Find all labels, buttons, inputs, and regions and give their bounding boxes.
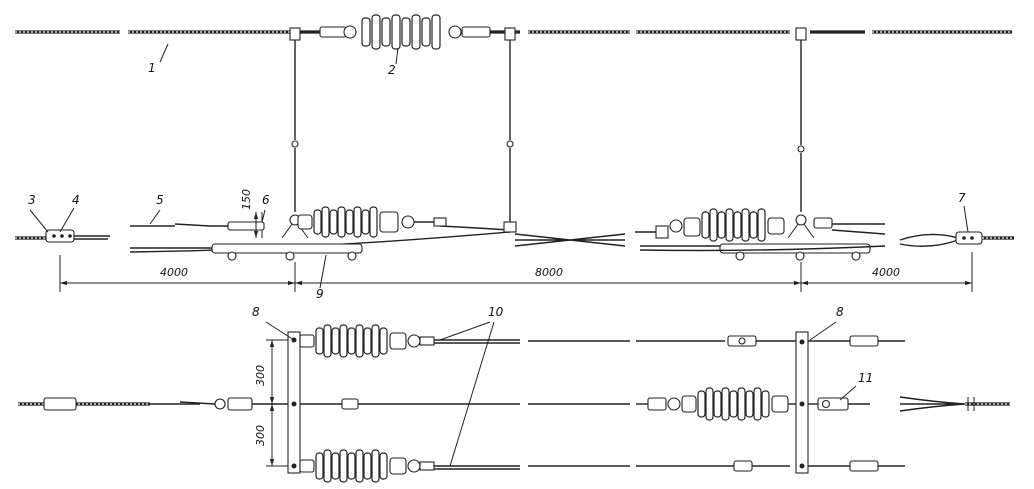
label-8-left: 8: [252, 305, 260, 319]
plan-insulator-bottom: [299, 449, 790, 483]
label-2: 2: [388, 63, 396, 77]
messenger-section-insulator: [319, 14, 491, 50]
label-3: 3: [28, 193, 36, 207]
label-8-right: 8: [836, 305, 844, 319]
plan-crossbar-right: [727, 331, 905, 474]
label-1: 1: [148, 61, 156, 75]
label-11: 11: [858, 371, 873, 385]
dimension-300-top-text: 300: [254, 365, 267, 386]
contact-wire-right: [899, 231, 1014, 247]
label-5: 5: [156, 193, 164, 207]
plan-left-approach: [18, 397, 290, 411]
label-4: 4: [72, 193, 80, 207]
plan-crossbar-left: [266, 331, 301, 474]
contact-wire-left: [15, 229, 110, 243]
label-10: 10: [488, 305, 504, 319]
dimension-150-text: 150: [240, 189, 253, 210]
label-7: 7: [958, 191, 966, 205]
dimension-4000-left-text: 4000: [160, 266, 188, 279]
runner-assembly-left: [129, 212, 511, 261]
plan-insulator-top: [299, 324, 725, 358]
dimension-line-spans: [59, 252, 973, 292]
dimension-4000-right-text: 4000: [872, 266, 900, 279]
section-insulator-right: [635, 208, 886, 261]
dimension-8000-text: 8000: [535, 266, 563, 279]
section-insulator-left: [297, 206, 511, 238]
dimension-300-bottom-text: 300: [254, 425, 267, 446]
plan-insulator-middle-right: [636, 387, 796, 421]
leader-lines: [29, 43, 969, 467]
contact-wire-crossing: [503, 221, 626, 247]
label-6: 6: [262, 193, 270, 207]
plan-middle-wire: [300, 398, 630, 410]
plan-right-approach: [899, 396, 1010, 412]
droppers: [289, 27, 807, 222]
label-9: 9: [316, 287, 324, 301]
